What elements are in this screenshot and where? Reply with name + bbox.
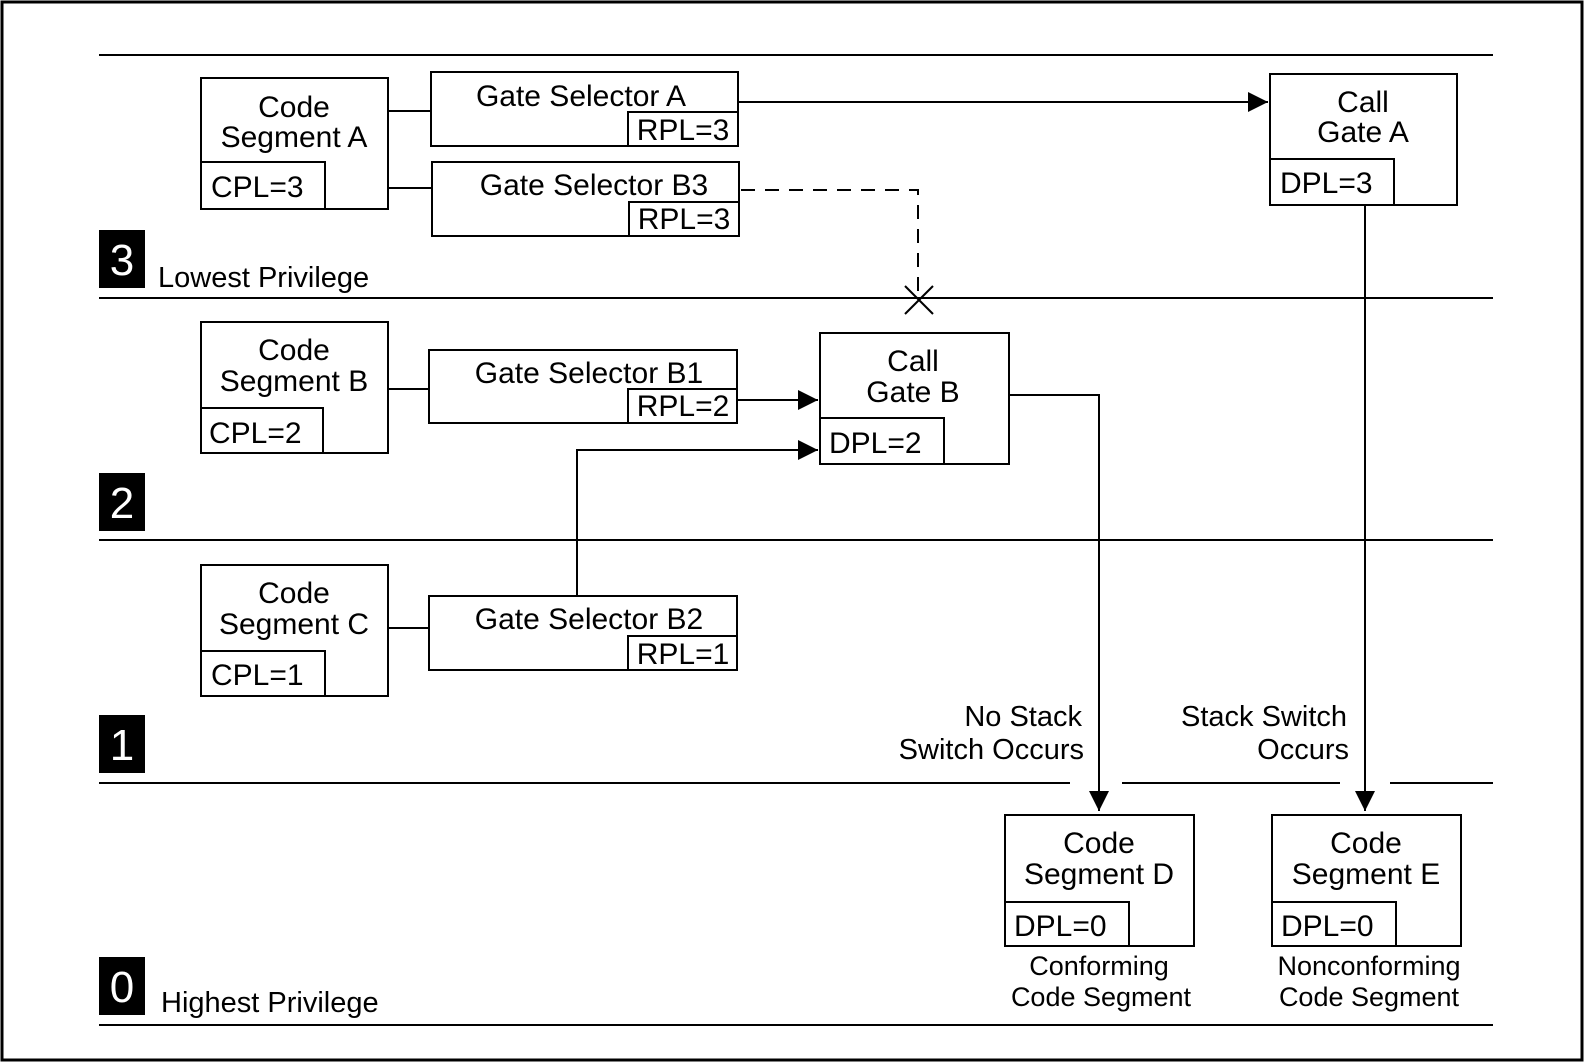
ring-0-caption: Highest Privilege	[161, 987, 379, 1019]
svg-text:Gate Selector A: Gate Selector A	[476, 80, 686, 113]
svg-text:Segment B: Segment B	[220, 365, 368, 398]
gate-selector-a: Gate Selector A RPL=3	[430, 71, 739, 147]
ring-1-badge: 1	[99, 715, 145, 773]
note-stack-line2: Occurs	[1257, 734, 1349, 766]
ring-3-badge: 3	[99, 230, 145, 288]
note-no-stack-line2: Switch Occurs	[899, 734, 1084, 766]
code-segment-d: Code Segment D DPL=0	[1004, 814, 1195, 947]
gate-selector-b2: Gate Selector B2 RPL=1	[428, 595, 738, 671]
code-segment-e-caption-line1: Nonconforming	[1277, 951, 1460, 981]
svg-text:Gate Selector B3: Gate Selector B3	[480, 169, 708, 202]
svg-text:Code: Code	[1063, 827, 1135, 860]
note-stack-line1: Stack Switch	[1181, 701, 1347, 733]
code-segment-b-cpl: CPL=2	[209, 417, 302, 450]
svg-text:Gate Selector B1: Gate Selector B1	[475, 357, 703, 390]
arrow-gsb2-to-call-gate-b	[576, 440, 818, 596]
code-segment-e-dpl: DPL=0	[1281, 910, 1374, 943]
code-segment-a-cpl: CPL=3	[211, 171, 304, 204]
svg-text:Code: Code	[258, 334, 330, 367]
svg-text:Call: Call	[1337, 86, 1389, 119]
code-segment-a: Code Segment A CPL=3	[200, 77, 389, 210]
code-segment-b: Code Segment B CPL=2	[200, 321, 389, 454]
note-no-stack-line1: No Stack	[964, 701, 1082, 733]
svg-text:1: 1	[110, 721, 134, 770]
ring-3-caption: Lowest Privilege	[158, 262, 369, 294]
code-segment-d-caption-line2: Code Segment	[1011, 982, 1192, 1012]
gate-selector-b1: Gate Selector B1 RPL=2	[428, 349, 738, 424]
svg-text:Call: Call	[887, 345, 939, 378]
svg-text:0: 0	[110, 963, 134, 1012]
code-segment-e-caption-line2: Code Segment	[1279, 982, 1460, 1012]
gate-selector-a-rpl: RPL=3	[637, 114, 730, 147]
ring-0-badge: 0	[99, 957, 145, 1015]
call-gate-a-dpl: DPL=3	[1280, 167, 1373, 200]
svg-text:Segment E: Segment E	[1292, 858, 1440, 891]
svg-text:Segment D: Segment D	[1024, 858, 1174, 891]
svg-text:Code: Code	[258, 91, 330, 124]
svg-text:Gate Selector B2: Gate Selector B2	[475, 603, 703, 636]
svg-text:Gate B: Gate B	[866, 376, 959, 409]
svg-text:Code: Code	[1330, 827, 1402, 860]
call-gate-b: Call Gate B DPL=2	[819, 332, 1010, 465]
code-segment-d-caption-line1: Conforming	[1029, 951, 1169, 981]
svg-text:Gate A: Gate A	[1317, 116, 1409, 149]
code-segment-c-cpl: CPL=1	[211, 659, 304, 692]
svg-text:Segment A: Segment A	[221, 121, 368, 154]
svg-text:Code: Code	[258, 577, 330, 610]
arrow-call-gate-b-to-code-segment-d	[1009, 394, 1109, 811]
denied-x-mark	[904, 285, 934, 315]
svg-text:2: 2	[110, 479, 134, 528]
svg-text:Segment C: Segment C	[219, 608, 369, 641]
ring-2-badge: 2	[99, 473, 145, 531]
gate-selector-b3: Gate Selector B3 RPL=3	[431, 161, 740, 237]
code-segment-c: Code Segment C CPL=1	[200, 564, 389, 697]
call-gate-a: Call Gate A DPL=3	[1269, 73, 1458, 206]
call-gate-b-dpl: DPL=2	[829, 427, 922, 460]
code-segment-e: Code Segment E DPL=0	[1271, 814, 1462, 947]
code-segment-d-dpl: DPL=0	[1014, 910, 1107, 943]
dashed-path-b3	[741, 189, 919, 292]
svg-text:3: 3	[110, 236, 134, 285]
gate-selector-b3-rpl: RPL=3	[638, 203, 731, 236]
gate-selector-b1-rpl: RPL=2	[637, 390, 730, 423]
gate-selector-b2-rpl: RPL=1	[637, 638, 730, 671]
